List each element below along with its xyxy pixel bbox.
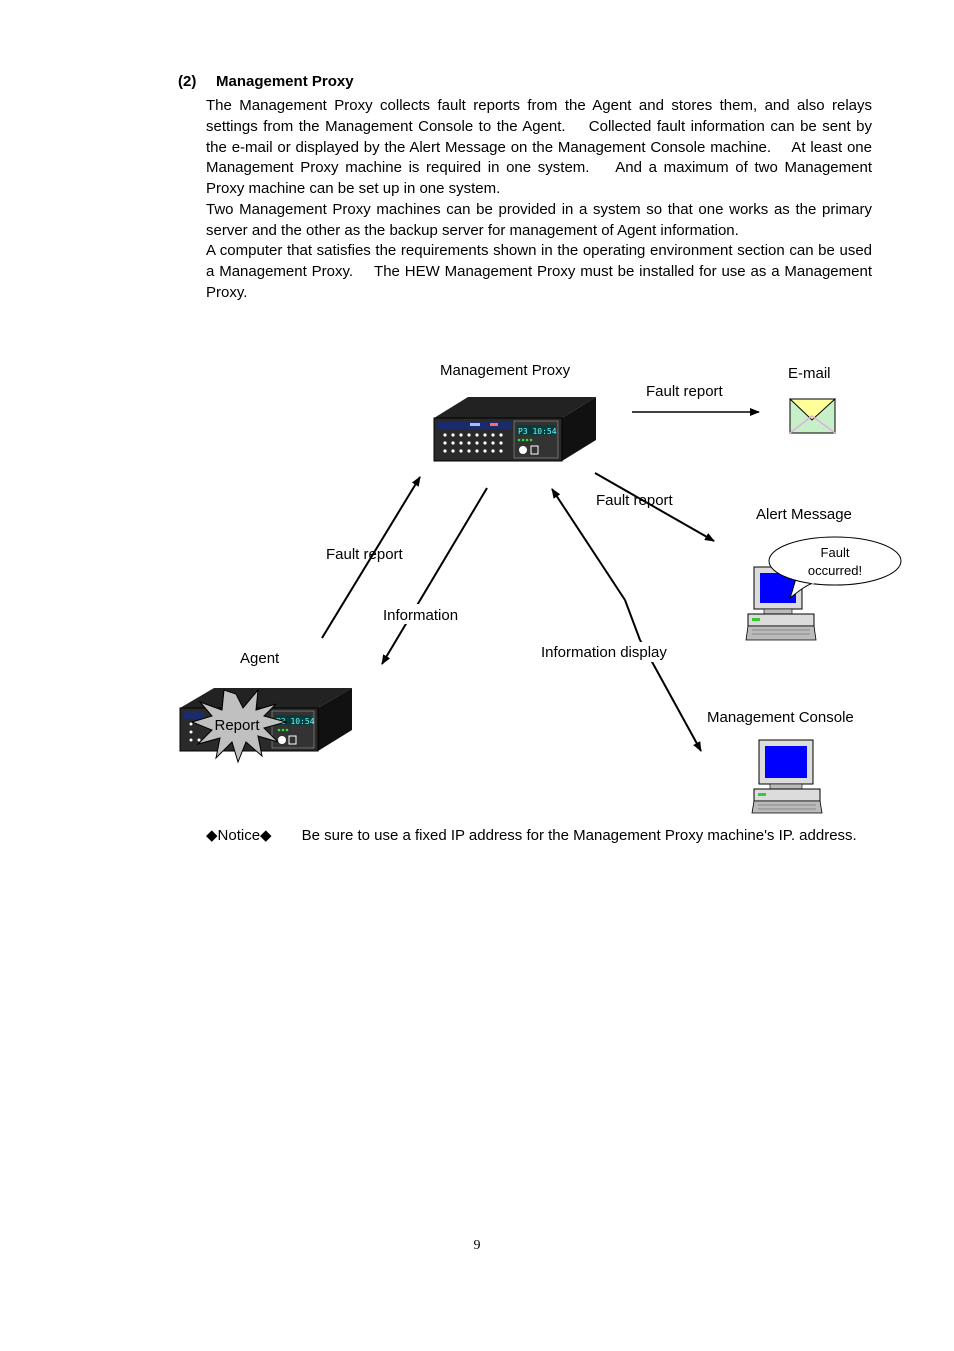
agent-display-text: P3 10:54	[276, 717, 315, 726]
notice-marker: ◆Notice◆	[206, 827, 272, 844]
paragraph-1: The Management Proxy collects fault repo…	[206, 97, 872, 198]
section-heading: (2) Management Proxy	[178, 73, 354, 90]
alert-message-label: Alert Message	[756, 506, 852, 523]
bubble-line-1: Fault	[821, 545, 850, 560]
alert-computer-icon	[745, 566, 817, 641]
page-number: 9	[473, 1238, 481, 1253]
speech-bubble: Fault occurred!	[768, 536, 902, 600]
fault-report-alert-label: Fault report	[596, 492, 674, 509]
info-display-arrow-up	[551, 488, 626, 601]
section-title: Management Proxy	[216, 73, 354, 90]
envelope-icon	[788, 398, 837, 434]
section-number: (2)	[178, 73, 197, 90]
information-arrow	[381, 487, 488, 665]
info-display-arrow-down	[639, 639, 702, 752]
agent-label: Agent	[240, 650, 280, 667]
alert-arrow	[594, 472, 715, 542]
paragraph-2: Two Management Proxy machines can be pro…	[206, 201, 872, 239]
server-display-text: P3 10:54	[518, 427, 557, 436]
management-console-label: Management Console	[707, 709, 854, 726]
email-label: E-mail	[788, 365, 831, 382]
console-computer-icon	[751, 739, 823, 814]
paragraph-3: A computer that satisfies the requiremen…	[206, 242, 872, 301]
report-burst: Report	[190, 688, 288, 764]
fault-report-agent-label: Fault report	[326, 546, 404, 563]
management-proxy-server-icon: P3 10:54	[433, 397, 596, 462]
bubble-line-2: occurred!	[808, 563, 862, 578]
fault-report-email-label: Fault report	[646, 383, 724, 400]
agent-server-icon: P3 10:54	[179, 688, 352, 752]
notice: ◆Notice◆ Be sure to use a fixed IP addres…	[206, 825, 872, 846]
information-display-label: Information display	[541, 644, 667, 661]
information-label: Information	[383, 607, 458, 624]
management-proxy-label: Management Proxy	[440, 362, 571, 379]
fault-report-arrow	[321, 476, 421, 639]
report-burst-text: Report	[214, 717, 260, 734]
notice-text: Be sure to use a fixed IP address for th…	[301, 827, 857, 844]
